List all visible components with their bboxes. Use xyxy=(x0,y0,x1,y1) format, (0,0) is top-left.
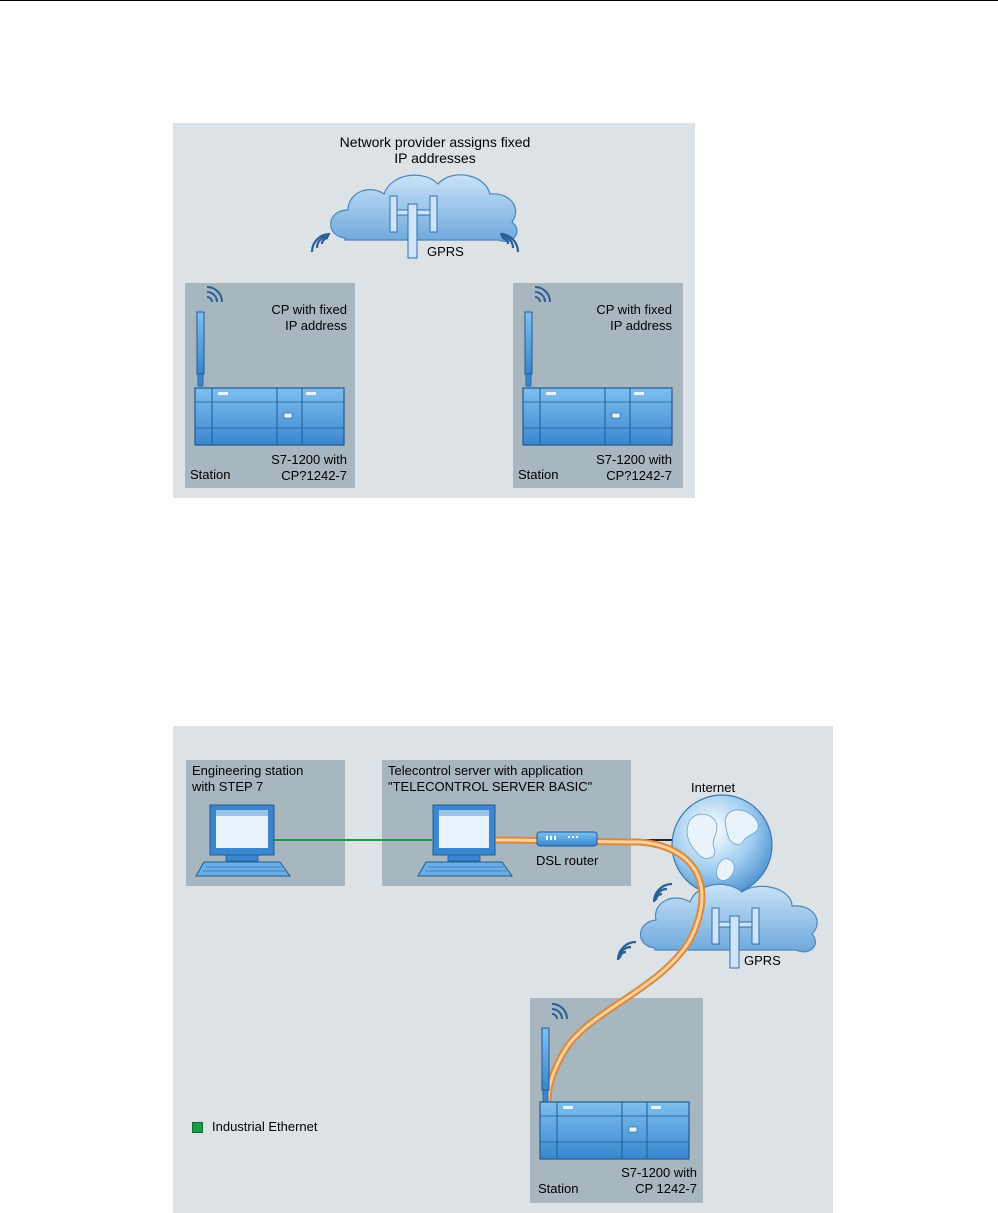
station-right-plc-icon xyxy=(522,286,673,446)
figure1-station-right-box xyxy=(513,283,683,488)
station-left-device-label: S7-1200 with CP?1242-7 xyxy=(271,452,347,483)
telecontrol-server-pc-icon xyxy=(417,804,513,877)
station-right-device-label: S7-1200 with CP?1242-7 xyxy=(596,452,672,483)
station-right-cp-label: CP with fixed IP address xyxy=(596,302,672,333)
figure2-gprs-cloud-icon xyxy=(640,883,818,953)
gprs-tower-icon xyxy=(389,195,438,259)
signal-waves-icon xyxy=(310,232,520,253)
dsl-router-label: DSL router xyxy=(536,853,599,868)
figure2-device-label: S7-1200 with CP 1242-7 xyxy=(621,1165,697,1196)
figure2-station-box xyxy=(530,998,703,1203)
internet-globe-icon xyxy=(671,794,773,896)
figure2-gprs-tower-icon xyxy=(711,907,760,969)
figure2-station-label: Station xyxy=(538,1181,579,1196)
gprs-cloud-icon xyxy=(330,174,518,242)
figure2-signal-waves-icon xyxy=(616,882,673,961)
figure1-cloud-title: Network provider assigns fixed IP addres… xyxy=(339,134,531,166)
page-top-rule xyxy=(0,0,998,1)
figure2-gprs-label: GPRS xyxy=(744,953,781,968)
figure1-gprs-label: GPRS xyxy=(427,244,464,259)
engineering-pc-icon xyxy=(195,804,291,877)
station-left-cp-label: CP with fixed IP address xyxy=(271,302,347,333)
gprs-connection-path xyxy=(492,836,706,1104)
internet-label: Internet xyxy=(691,780,736,795)
legend-industrial-ethernet-label: Industrial Ethernet xyxy=(212,1119,318,1134)
telecontrol-server-label: Telecontrol server with application "TEL… xyxy=(388,763,593,794)
figure1-station-left-box xyxy=(185,283,355,488)
telecontrol-server-box xyxy=(382,760,631,886)
engineering-station-label: Engineering station with STEP 7 xyxy=(192,763,304,794)
dsl-router-icon xyxy=(536,831,598,847)
station-left-plc-icon xyxy=(194,286,345,446)
station-left-station-label: Station xyxy=(190,467,231,482)
figure2-plc-icon xyxy=(539,1003,690,1160)
station-right-station-label: Station xyxy=(518,467,559,482)
legend-industrial-ethernet-swatch xyxy=(192,1122,203,1133)
